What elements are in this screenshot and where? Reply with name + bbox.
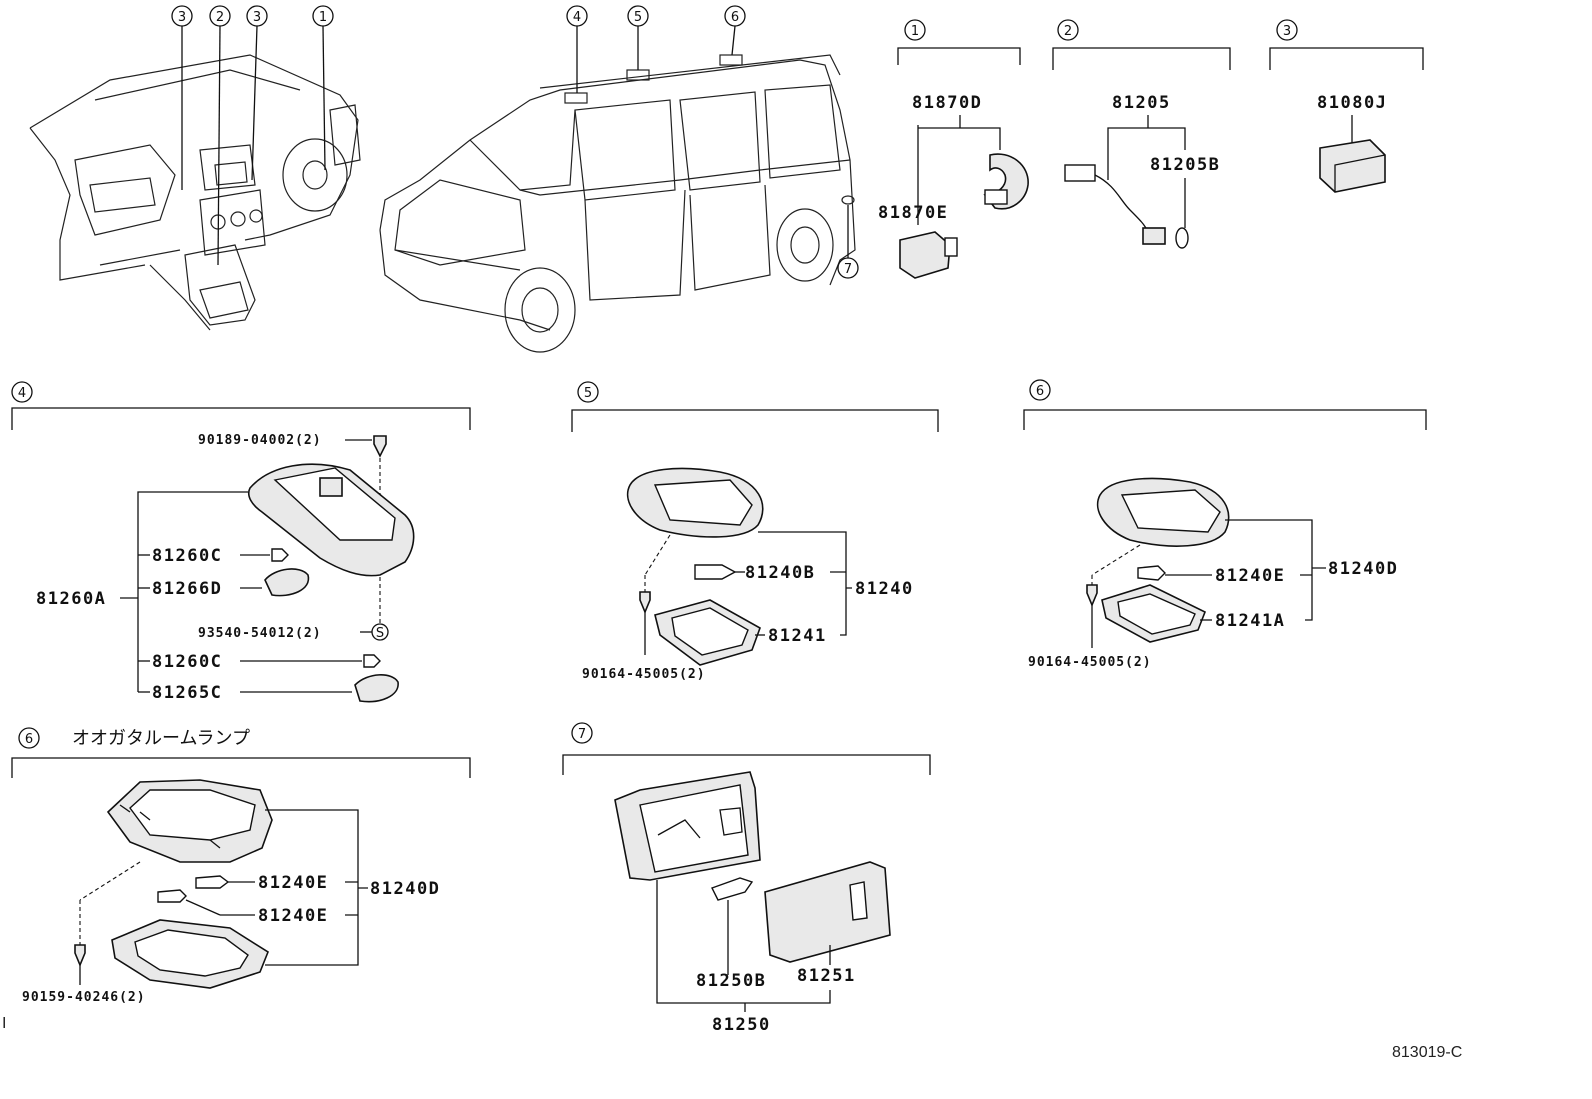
part-number: 81260C (152, 546, 222, 566)
part-number: 81241A (1215, 611, 1285, 631)
svg-text:3: 3 (253, 10, 261, 25)
callout-circle: 4 (566, 5, 588, 27)
courtesy-lamp-lens (764, 861, 891, 963)
lens-part (264, 568, 310, 597)
section-7: 7 81250B 81251 81250 (562, 722, 931, 1035)
margin-mark: I (2, 1015, 6, 1032)
screw-part (373, 435, 387, 458)
bulb-part (899, 231, 958, 279)
part-number: 81870E (878, 203, 948, 223)
part-number: 90164-45005(2) (582, 667, 706, 682)
callout-circle: 5 (627, 5, 649, 27)
part-number: 81265C (152, 683, 222, 703)
part-number: 81241 (768, 626, 827, 646)
section-number: 4 (18, 386, 26, 401)
part-number: 81240E (258, 873, 328, 893)
section-number: 6 (25, 732, 33, 747)
svg-text:5: 5 (634, 10, 642, 25)
bulb-part (694, 564, 737, 580)
socket-part (983, 153, 1029, 210)
screw-mark: S (376, 626, 384, 641)
part-number: 93540-54012(2) (198, 626, 322, 641)
callout-circle: 2 (209, 5, 231, 27)
bulb-part (1137, 565, 1166, 581)
part-number: 90159-40246(2) (22, 990, 146, 1005)
part-number: 81260A (36, 589, 106, 609)
part-number: 81205B (1150, 155, 1220, 175)
overview-callouts: 3 2 3 1 4 5 6 7 (171, 5, 859, 279)
courtesy-lamp-housing (614, 771, 761, 881)
svg-text:4: 4 (573, 10, 581, 25)
part-number: 81251 (797, 966, 856, 986)
section-number: 5 (584, 386, 592, 401)
bulb-part (195, 875, 230, 889)
bulb-part (157, 889, 187, 903)
part-number: 81240D (370, 879, 440, 899)
part-number: 81240E (1215, 566, 1285, 586)
drawing-reference: 813019-C (1392, 1044, 1462, 1061)
callout-circle: 6 (724, 5, 746, 27)
harness-part (1064, 164, 1189, 249)
room-lamp-housing (1096, 477, 1230, 547)
svg-text:6: 6 (731, 10, 739, 25)
svg-text:1: 1 (319, 10, 327, 25)
part-number: 81205 (1112, 93, 1171, 113)
section-2: 2 81205 81205B (1052, 19, 1231, 249)
section-title: オオガタルームランプ (72, 728, 250, 749)
screw-part (1086, 584, 1098, 608)
part-number: 81240B (745, 563, 815, 583)
section-5: 5 90164-45005(2) 81240B 81241 81240 (571, 381, 939, 682)
part-number: 81240 (855, 579, 914, 599)
part-number: 81240E (258, 906, 328, 926)
svg-text:2: 2 (216, 10, 224, 25)
section-4: 4 90189-04002(2) 81260A 81260C 81266D 93… (11, 381, 471, 703)
svg-text:3: 3 (178, 10, 186, 25)
large-lamp-lens (111, 919, 269, 989)
lens-part (354, 674, 399, 703)
lens-part (654, 599, 761, 666)
section-6-large: 6 オオガタルームランプ 90159-40246(2) 81240E 81240… (11, 727, 471, 1005)
part-number: 81250B (696, 971, 766, 991)
van-illustration (379, 54, 856, 353)
screw-part (74, 944, 86, 968)
bulb-part (363, 654, 381, 668)
section-number: 2 (1064, 24, 1072, 39)
callout-circle: 3 (246, 5, 268, 27)
large-lamp-housing (106, 779, 273, 863)
section-number: 7 (578, 727, 586, 742)
section-number: 1 (911, 24, 919, 39)
bulb-part (711, 877, 754, 901)
screw-part (639, 591, 651, 615)
callout-circle: 7 (837, 257, 859, 279)
callout-circle: 1 (312, 5, 334, 27)
section-3: 3 81080J (1269, 19, 1424, 193)
lens-part (1101, 584, 1207, 643)
part-number: 90164-45005(2) (1028, 655, 1152, 670)
bulb-part (271, 548, 289, 562)
room-lamp-housing (626, 467, 764, 538)
part-number: 81266D (152, 579, 222, 599)
part-number: 81260C (152, 652, 222, 672)
dashboard-illustration (29, 54, 361, 331)
callout-circle: 3 (171, 5, 193, 27)
switch-part (1319, 139, 1386, 193)
section-1: 1 81870D 81870E (878, 19, 1029, 279)
section-6: 6 90164-45005(2) 81240E 81241A 81240D (1023, 379, 1427, 670)
map-lamp-housing (247, 463, 415, 577)
section-number: 6 (1036, 384, 1044, 399)
part-number: 81240D (1328, 559, 1398, 579)
svg-text:7: 7 (844, 262, 852, 277)
part-number: 81080J (1317, 93, 1387, 113)
part-number: 81870D (912, 93, 982, 113)
part-number: 81250 (712, 1015, 771, 1035)
section-number: 3 (1283, 24, 1291, 39)
part-number: 90189-04002(2) (198, 433, 322, 448)
